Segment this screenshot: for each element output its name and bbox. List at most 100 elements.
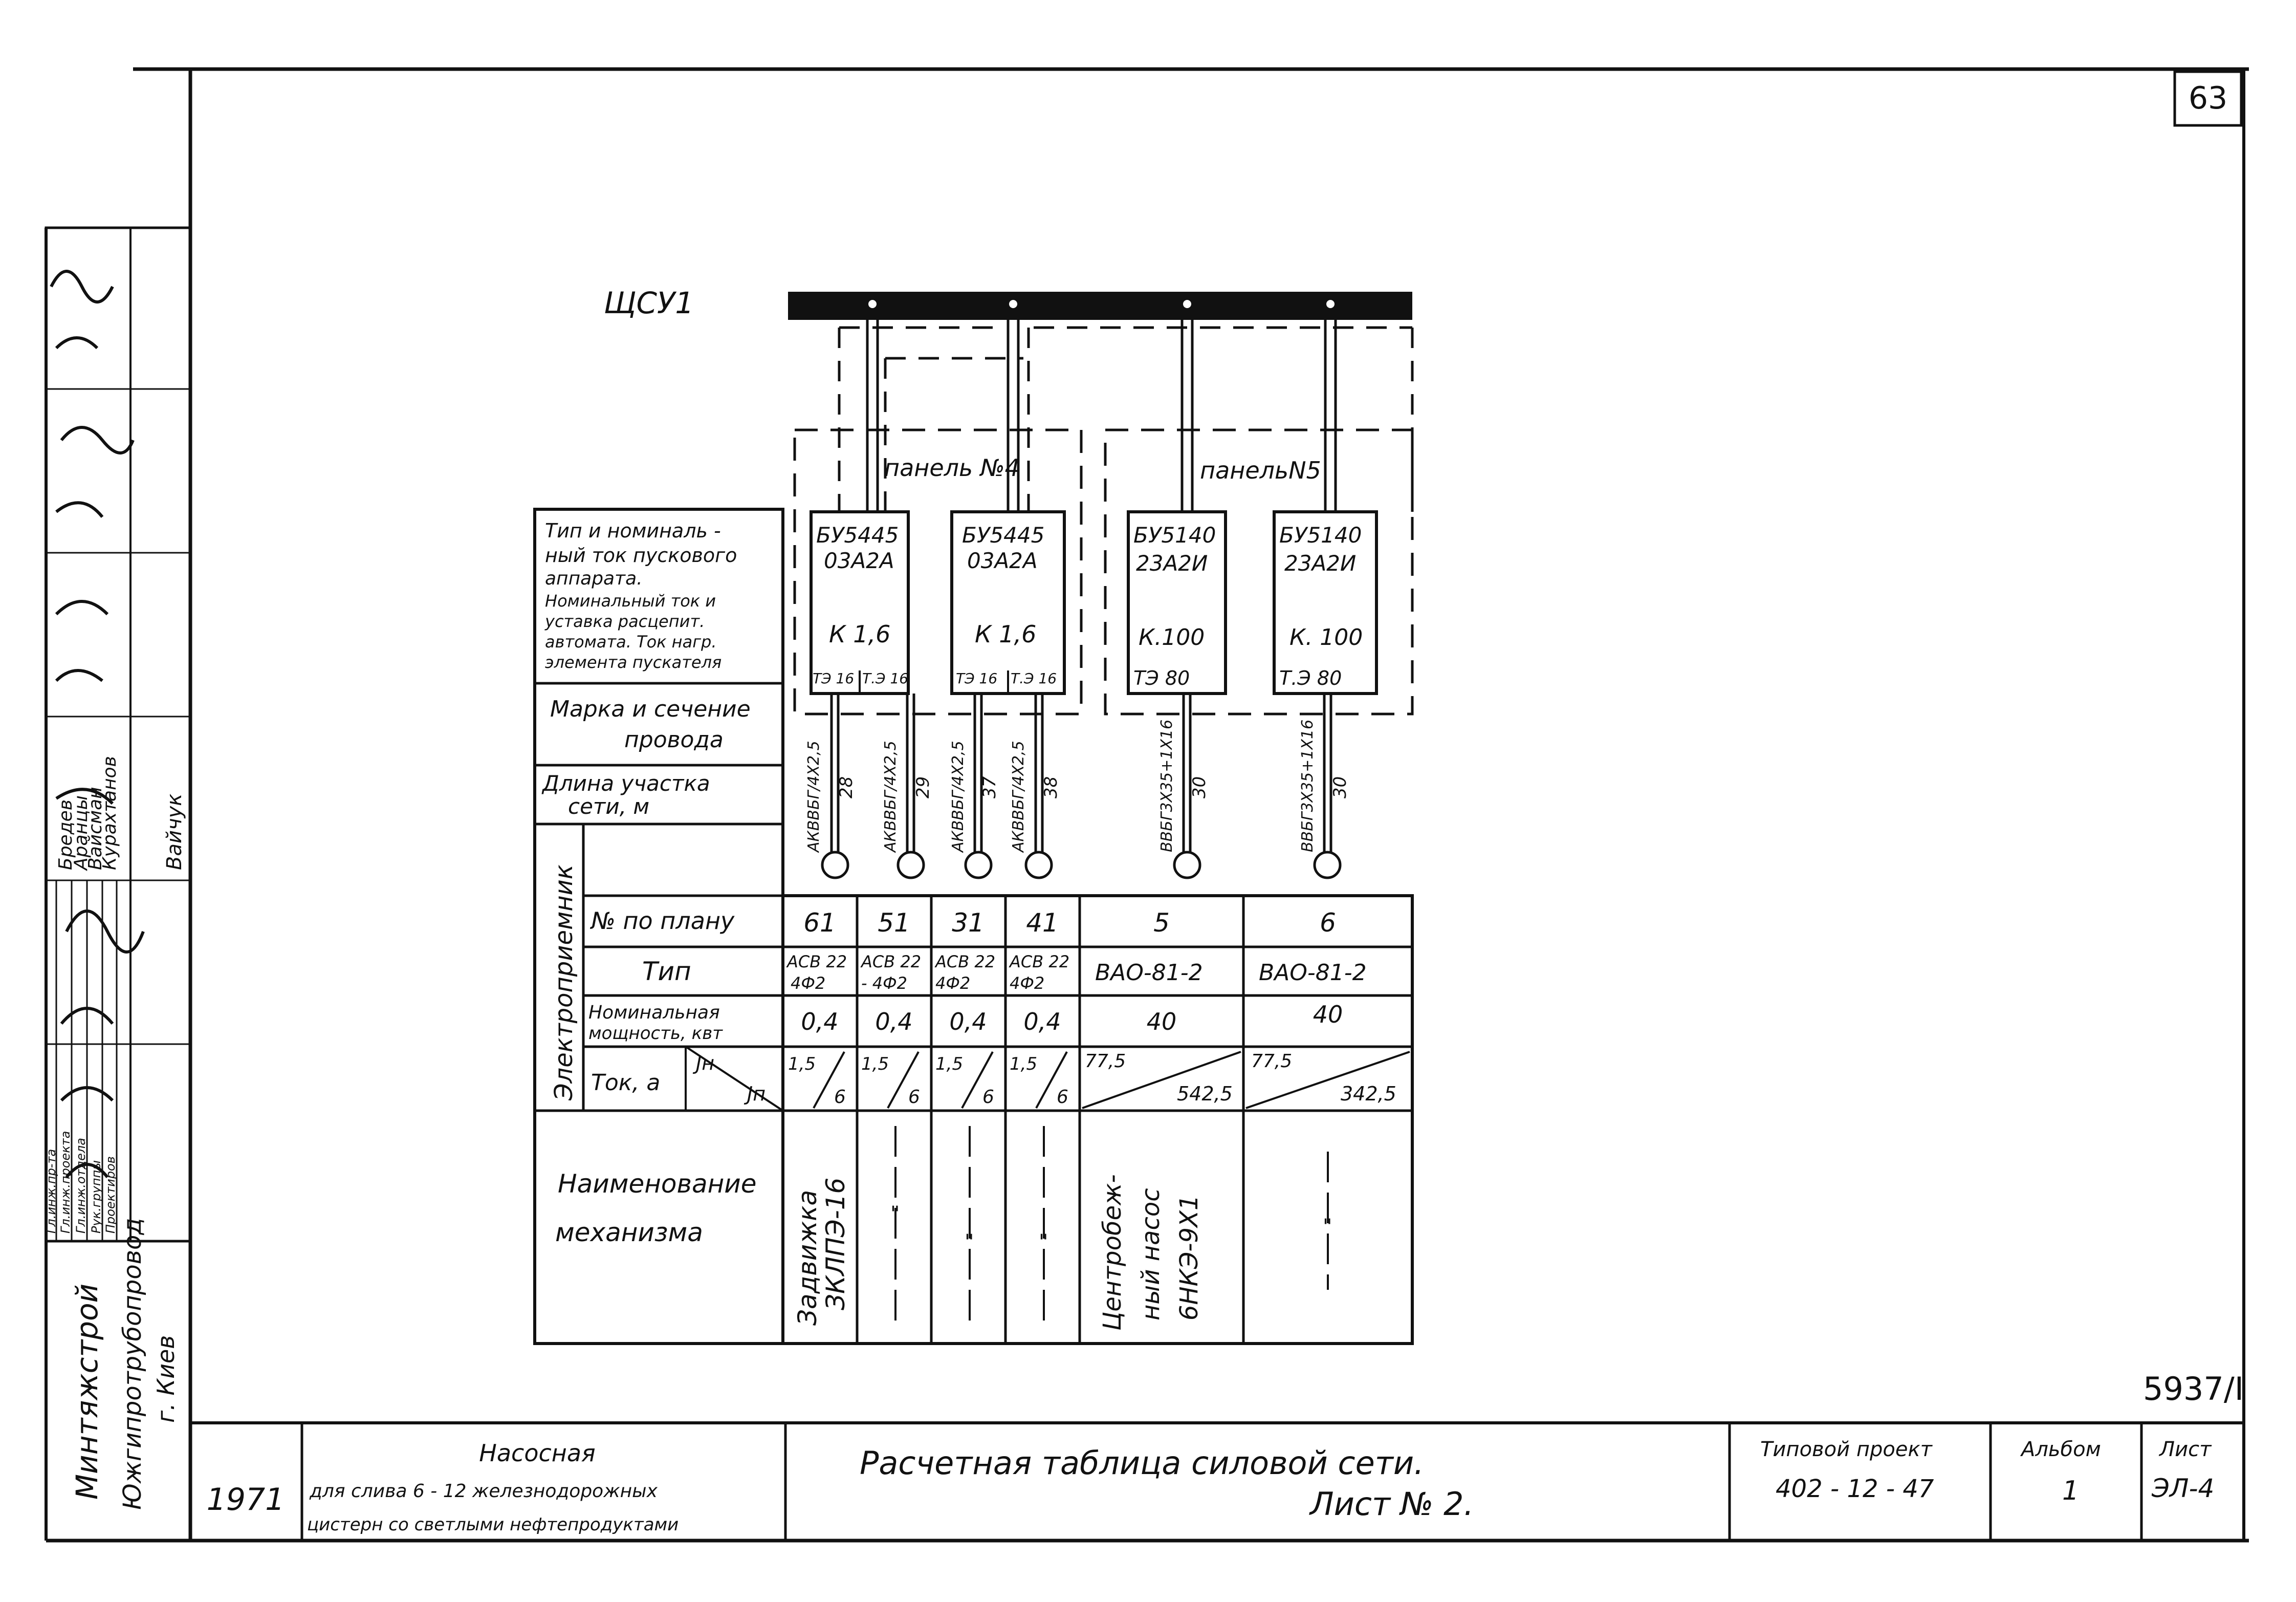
rated-power: 0,4	[875, 1008, 912, 1035]
project-label: Типовой проект	[1760, 1438, 1933, 1461]
motor-circle	[821, 851, 849, 879]
starting-current: 6	[834, 1087, 846, 1108]
thermal-element: Т.Э 16	[862, 670, 908, 687]
mechanism-header: механизма	[555, 1218, 703, 1247]
wire-mark: АКВВБГ/4Х2,5	[949, 741, 967, 853]
starting-current: 6	[982, 1087, 994, 1108]
starter-code: 23А2И	[1136, 551, 1208, 576]
mechanism-name: Центробеж-	[1098, 1174, 1127, 1331]
wire-mark: ВВБГ3Х35+1Х16	[1158, 720, 1176, 852]
segment-length: 37	[979, 776, 1000, 798]
apparatus-header: Номинальный ток и	[545, 591, 716, 611]
plan-no-header: № по плану	[589, 907, 735, 935]
wire-labels: АКВВБГ/4Х2,5 28 АКВВБГ/4Х2,5 29 АКВВБГ/4…	[805, 720, 1350, 853]
type-header: Тип	[642, 957, 691, 986]
drawing-title: Расчетная таблица силовой сети.	[860, 1444, 1424, 1482]
signature-role: Гл.инж.проекта	[58, 1131, 73, 1233]
current-nominal-header: Jн	[692, 1052, 714, 1074]
wire-mark: ВВБГ3Х35+1Х16	[1299, 720, 1317, 852]
segment-length: 38	[1041, 776, 1061, 798]
segment-length: 28	[836, 776, 857, 798]
segment-length: 30	[1189, 776, 1210, 798]
nominal-current: 1,5	[1010, 1054, 1037, 1074]
plan-no: 61	[803, 908, 836, 938]
starter-type: БУ5445	[816, 523, 899, 548]
breaker-setting: К. 100	[1289, 624, 1363, 651]
motor-circle	[896, 851, 925, 879]
sheet-number: ЭЛ-4	[2151, 1474, 2214, 1503]
starter-code: 03А2А	[967, 548, 1038, 573]
starter-type: БУ5140	[1279, 523, 1362, 548]
starting-current: 342,5	[1341, 1083, 1396, 1105]
ditto-mark: "	[965, 1230, 974, 1254]
motor-circle	[1313, 851, 1342, 879]
length-header: Длина участка	[541, 771, 710, 796]
motor-type: ВАО-81-2	[1095, 960, 1203, 986]
thermal-element: ТЭ 80	[1133, 667, 1190, 689]
bus-bar: ЩСУ1	[604, 286, 1414, 512]
starter-code: 23А2И	[1284, 551, 1356, 576]
mechanism-header: Наименование	[558, 1169, 757, 1199]
object-name: цистерн со светлыми нефтепродуктами	[307, 1514, 679, 1535]
cables	[830, 694, 1332, 852]
motor-type: 4Ф2	[1010, 973, 1044, 993]
starter-type: БУ5140	[1133, 523, 1216, 548]
object-name: Насосная	[479, 1439, 595, 1467]
motor-type: ВАО-81-2	[1259, 960, 1367, 986]
plan-no: 31	[952, 908, 985, 938]
sheet-label: Лист	[2158, 1438, 2212, 1461]
wire-mark: АКВВБГ/4Х2,5	[882, 741, 900, 853]
mechanism-name: 6НКЭ-9Х1	[1175, 1195, 1204, 1320]
wire-mark: АКВВБГ/4Х2,5	[1010, 741, 1027, 853]
length-header: сети, м	[568, 794, 649, 819]
mechanism-name: Задвижка	[793, 1190, 822, 1326]
plan-no: 51	[878, 908, 910, 938]
archive-code: 5937/I	[2143, 1370, 2244, 1408]
breaker-setting: К 1,6	[975, 620, 1036, 648]
thermal-element: ТЭ 16	[956, 670, 997, 687]
nominal-current: 1,5	[788, 1054, 816, 1074]
motor-circle	[1024, 851, 1053, 879]
nominal-current: 77,5	[1085, 1051, 1126, 1072]
current-start-header: Jп	[744, 1083, 766, 1105]
year: 1971	[207, 1482, 285, 1518]
org-ministry: Минтяжстрой	[70, 1284, 104, 1500]
bus-label: ЩСУ1	[604, 286, 694, 320]
starting-current: 6	[1057, 1087, 1068, 1108]
starting-current: 6	[908, 1087, 920, 1108]
ditto-mark: "	[890, 1202, 900, 1226]
signature-role: Гл.инж.отдела	[74, 1138, 88, 1233]
album-label: Альбом	[2020, 1438, 2101, 1461]
motor-circle	[964, 851, 993, 879]
page-number: 63	[2189, 80, 2227, 116]
rated-power: 0,4	[801, 1008, 838, 1035]
signature-role: Гл.инж.пр-та	[44, 1149, 58, 1233]
signature-strip: Гл.инж.пр-та Гл.инж.проекта Гл.инж.отдел…	[44, 226, 192, 1510]
rated-power: 40	[1313, 1001, 1343, 1028]
thermal-element: Т.Э 80	[1279, 667, 1342, 689]
starter-code: 03А2А	[824, 548, 894, 573]
motor-type: АСВ 22	[934, 952, 995, 971]
signature-name: Вайсман	[85, 787, 106, 870]
nominal-current: 1,5	[861, 1054, 889, 1074]
rated-power: 0,4	[949, 1008, 987, 1035]
panels: панель №4 панельN5	[793, 428, 1414, 716]
segment-length: 30	[1330, 776, 1350, 798]
ditto-mark: "	[1039, 1230, 1048, 1254]
starters: БУ5445 03А2А К 1,6 ТЭ 16 Т.Э 16 БУ5445 0…	[810, 510, 1378, 695]
breaker-setting: К 1,6	[829, 620, 890, 648]
plan-no: 6	[1320, 908, 1336, 938]
apparatus-header: Тип и номиналь -	[545, 519, 721, 542]
mechanism-name: ный насос	[1136, 1188, 1165, 1320]
receiver-table: № по плану Тип Номинальная мощность, квт…	[535, 894, 1414, 1345]
motor-symbols	[821, 851, 1342, 879]
starting-current: 542,5	[1177, 1083, 1233, 1105]
title-block: 1971 Насосная для слива 6 - 12 железнодо…	[190, 1421, 2244, 1541]
starter-type: БУ5445	[962, 523, 1044, 548]
apparatus-header: ный ток пускового	[545, 544, 737, 567]
org-institute: Южгипротрубопровод	[118, 1218, 147, 1510]
rated-power: 0,4	[1023, 1008, 1061, 1035]
motor-type: 4Ф2	[791, 973, 825, 993]
apparatus-header: автомата. Ток нагр.	[545, 632, 716, 652]
signature-name: Аранцы	[71, 795, 92, 871]
